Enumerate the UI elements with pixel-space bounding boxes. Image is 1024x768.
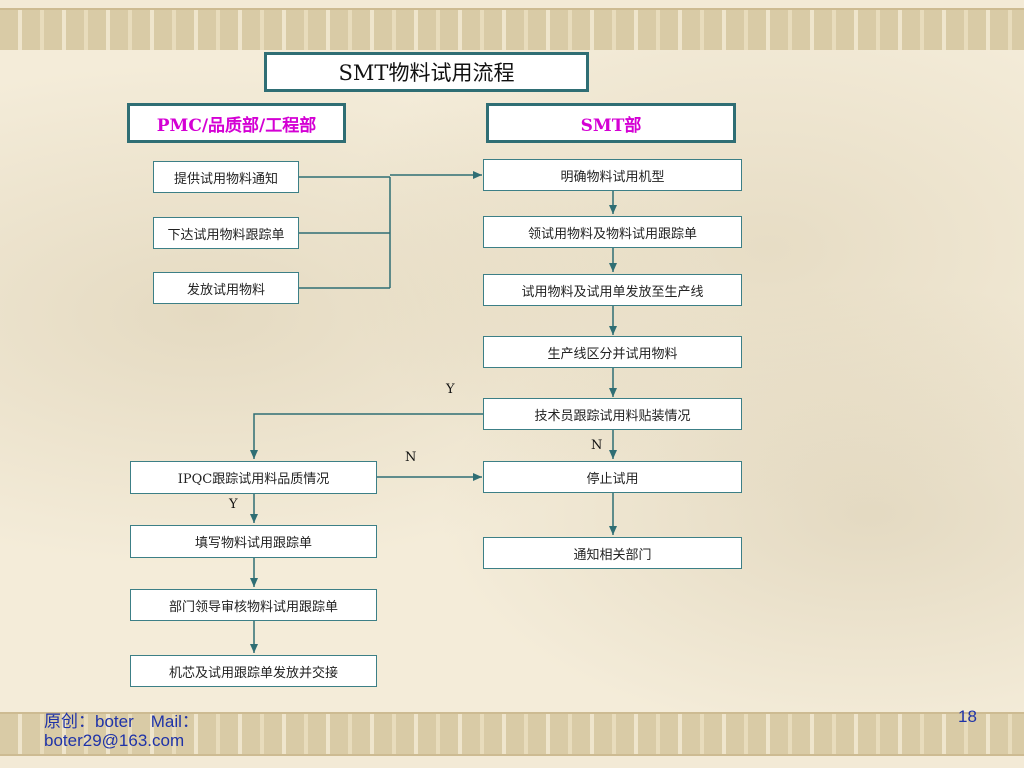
step-issue-tracking-sheet: 下达试用物料跟踪单 (153, 217, 299, 249)
step-release-material: 发放试用物料 (153, 272, 299, 304)
step-stop-trial: 停止试用 (483, 461, 742, 493)
footer-email: boter29@163.com (44, 731, 185, 750)
header-smt-dept: SMT部 (486, 103, 736, 143)
label-yes-track: Y (446, 382, 455, 397)
step-provide-notice: 提供试用物料通知 (153, 161, 299, 193)
step-collect-material: 领试用物料及物料试用跟踪单 (483, 216, 742, 248)
bottom-decorative-border (0, 712, 1024, 756)
diagram-title: SMT物料试用流程 (264, 52, 589, 92)
page-number: 18 (958, 707, 977, 726)
step-notify-departments: 通知相关部门 (483, 537, 742, 569)
step-leader-review: 部门领导审核物料试用跟踪单 (130, 589, 377, 621)
step-handover: 机芯及试用跟踪单发放并交接 (130, 655, 377, 687)
footer-author: 原创：boter Mail： (44, 712, 199, 731)
header-pmc-quality-engineering: PMC/品质部/工程部 (127, 103, 346, 143)
label-no-track: N (591, 438, 603, 453)
label-no-ipqc: N (405, 450, 417, 465)
step-fill-tracking-sheet: 填写物料试用跟踪单 (130, 525, 377, 558)
top-decorative-border (0, 8, 1024, 52)
arrow-track-to-ipqc (250, 413, 483, 459)
step-separate-and-trial: 生产线区分并试用物料 (483, 336, 742, 368)
label-yes-ipqc: Y (229, 497, 238, 512)
step-ipqc-tracking: IPQC跟踪试用料品质情况 (130, 461, 377, 494)
step-dispatch-to-line: 试用物料及试用单发放至生产线 (483, 274, 742, 306)
step-confirm-model: 明确物料试用机型 (483, 159, 742, 191)
step-track-mounting: 技术员跟踪试用料贴装情况 (483, 398, 742, 430)
